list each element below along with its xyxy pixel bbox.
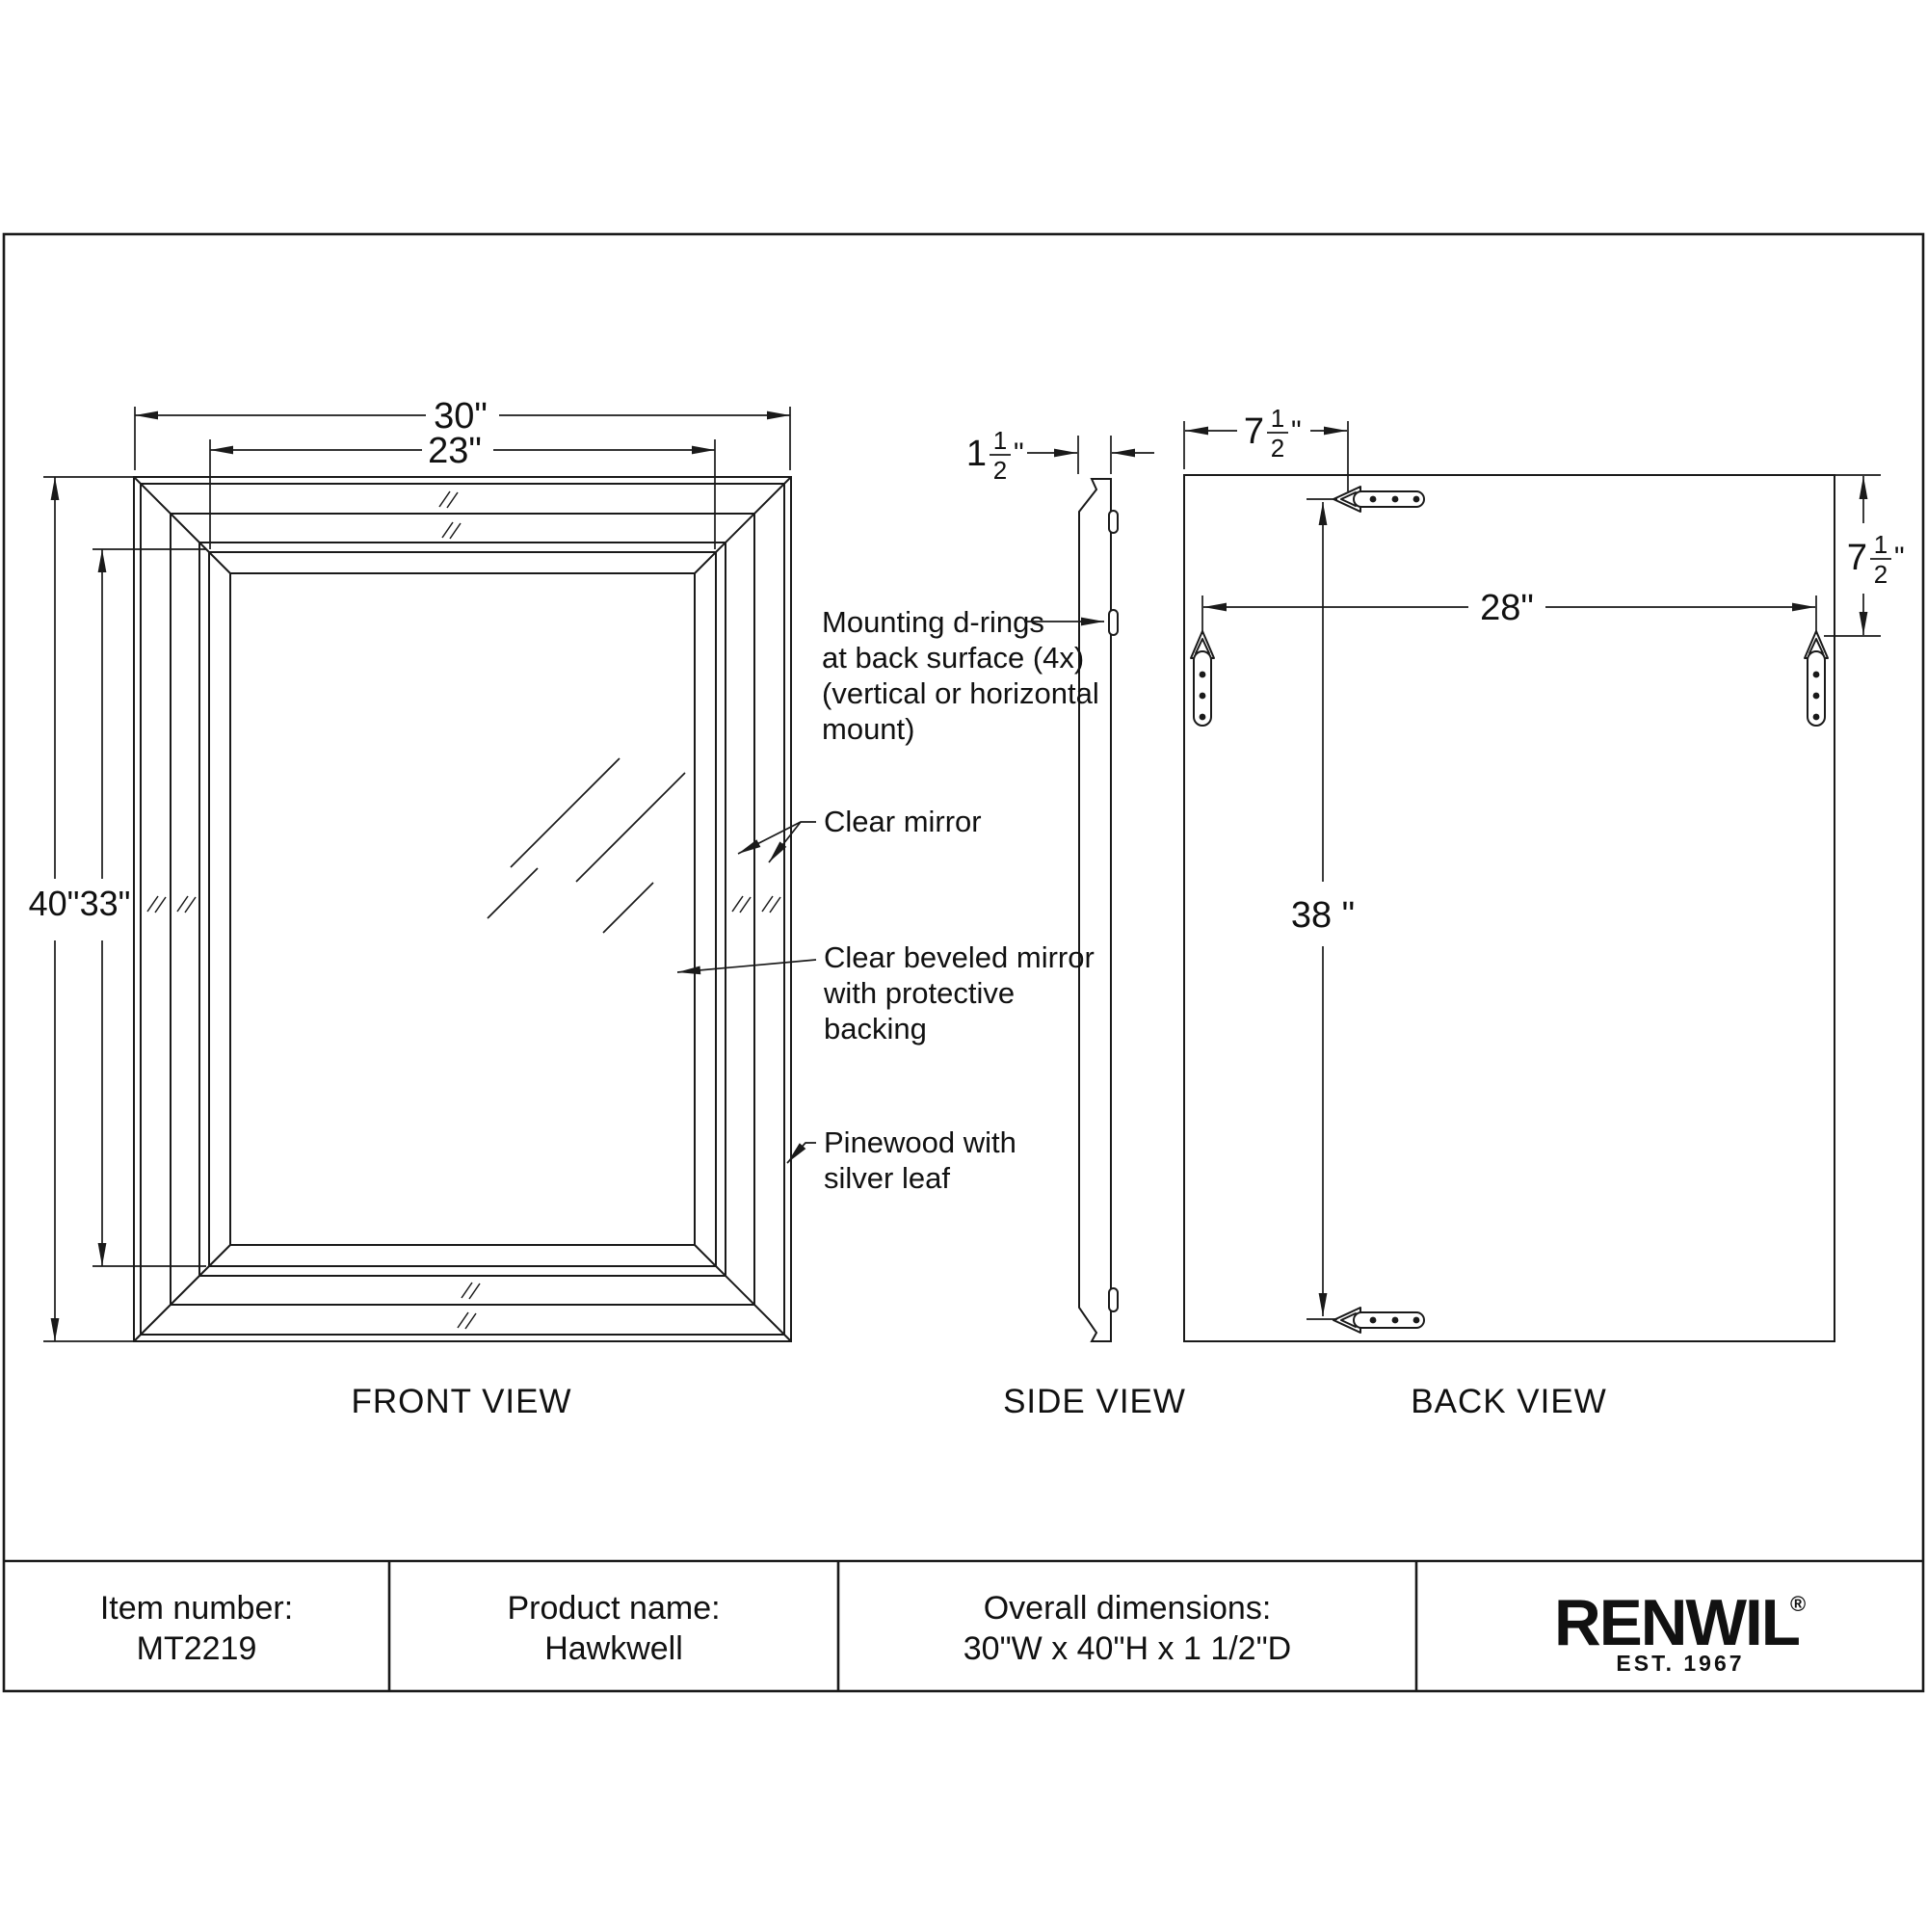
beveled-mirror-edge	[208, 551, 717, 1267]
svg-text:7: 7	[1244, 411, 1264, 452]
overall-dimensions-label: Overall dimensions:	[984, 1590, 1272, 1627]
dim-back-ring-span: 28"	[1201, 588, 1817, 634]
side-view	[1078, 478, 1119, 1342]
dim-label-front-height: 40"	[29, 884, 80, 923]
frame-inner-edge	[140, 483, 785, 1336]
svg-text:2: 2	[993, 456, 1007, 485]
annotation-clear-mirror: Clear mirror	[737, 805, 982, 863]
frame-outer-edge	[133, 476, 792, 1342]
leader-pinewood	[786, 1142, 816, 1164]
svg-text:backing: backing	[824, 1012, 927, 1045]
dim-label-back-top-offset: 7 1 2 "	[1244, 404, 1302, 463]
dim-label-side-depth: 1 1 2 "	[966, 426, 1024, 485]
svg-text:Clear mirror: Clear mirror	[824, 805, 982, 838]
back-dring-bottom	[1333, 1307, 1425, 1334]
svg-text:1: 1	[1874, 530, 1887, 559]
brand-logo: RENWIL ® EST. 1967	[1554, 1586, 1806, 1676]
svg-text:Mounting d-rings: Mounting d-rings	[822, 605, 1044, 639]
mirror-reflection-marks	[487, 757, 686, 934]
dim-back-vertical-span: 38 "	[1291, 498, 1355, 1320]
svg-text:with protective: with protective	[823, 976, 1015, 1010]
svg-text:mount): mount)	[822, 712, 914, 746]
svg-text:Clear beveled mirror: Clear beveled mirror	[824, 940, 1095, 974]
front-view-label: FRONT VIEW	[351, 1383, 571, 1420]
annotation-beveled-mirror: Clear beveled mirror with protective bac…	[676, 940, 1095, 1045]
svg-text:1: 1	[1271, 404, 1284, 433]
sheet-border	[2, 232, 1925, 1693]
svg-text:1: 1	[966, 434, 987, 474]
back-dring-right	[1804, 630, 1829, 727]
svg-text:at back surface (4x): at back surface (4x)	[822, 641, 1084, 675]
svg-text:Pinewood with: Pinewood with	[824, 1125, 1016, 1159]
svg-text:2: 2	[1271, 434, 1284, 463]
product-name-label: Product name:	[507, 1590, 720, 1627]
svg-text:(vertical or horizontal: (vertical or horizontal	[822, 676, 1099, 710]
dim-front-mirror-height: 33"	[80, 548, 206, 1267]
side-profile	[1078, 478, 1112, 1342]
back-view-label: BACK VIEW	[1411, 1383, 1606, 1420]
footer-table: Item number: MT2219 Product name: Hawkwe…	[4, 1559, 1923, 1691]
side-dring-middle	[1108, 609, 1119, 636]
overall-dimensions-value: 30"W x 40"H x 1 1/2"D	[964, 1630, 1291, 1667]
dim-back-right-offset: 7 1 2 "	[1824, 474, 1905, 637]
item-number-value: MT2219	[137, 1630, 257, 1667]
dim-front-mirror-width: 23"	[209, 431, 716, 549]
front-view	[133, 476, 792, 1342]
back-dring-top	[1333, 486, 1425, 513]
dim-label-back-ring-span: 28"	[1480, 588, 1534, 628]
leader-clear-mirror-2	[768, 821, 802, 863]
svg-text:1: 1	[993, 426, 1007, 455]
side-dring-top	[1108, 510, 1119, 534]
dim-front-width: 30"	[134, 396, 791, 470]
back-dring-left	[1190, 630, 1215, 727]
svg-text:": "	[1894, 542, 1905, 573]
dim-label-back-right-offset: 7 1 2 "	[1847, 530, 1905, 589]
leader-beveled-mirror	[676, 959, 817, 975]
side-view-label: SIDE VIEW	[1003, 1383, 1186, 1420]
dim-label-front-mirror-height: 33"	[80, 884, 131, 923]
registered-mark-icon: ®	[1790, 1592, 1806, 1616]
brand-name: RENWIL	[1554, 1586, 1799, 1659]
svg-text:2: 2	[1874, 560, 1887, 589]
svg-text:silver leaf: silver leaf	[824, 1161, 950, 1195]
back-panel	[1183, 474, 1835, 1342]
dim-front-height: 40"	[29, 476, 134, 1342]
back-view	[1183, 474, 1835, 1342]
svg-text:": "	[1014, 437, 1024, 469]
dim-label-front-mirror-width: 23"	[428, 431, 482, 471]
dim-label-back-vertical-span: 38 "	[1291, 895, 1355, 936]
dim-label-front-width: 30"	[434, 396, 488, 437]
annotation-pinewood: Pinewood with silver leaf	[786, 1125, 1016, 1195]
brand-tagline: EST. 1967	[1616, 1651, 1744, 1676]
leader-clear-mirror-1	[737, 821, 816, 855]
side-dring-bottom	[1108, 1287, 1119, 1312]
annotation-mounting-drings: Mounting d-rings at back surface (4x) (v…	[822, 605, 1104, 746]
mirror-strip-2	[198, 542, 726, 1277]
glass-hatch-marks	[146, 490, 781, 1330]
svg-text:": "	[1291, 415, 1302, 447]
mirror-strip-1	[170, 513, 755, 1306]
dim-side-depth: 1 1 2 "	[966, 426, 1154, 485]
product-name-value: Hawkwell	[544, 1630, 683, 1667]
item-number-label: Item number:	[100, 1590, 293, 1627]
beveled-mirror-bevel	[229, 572, 696, 1246]
svg-text:7: 7	[1847, 538, 1867, 578]
dim-back-top-offset: 7 1 2 "	[1183, 404, 1349, 491]
